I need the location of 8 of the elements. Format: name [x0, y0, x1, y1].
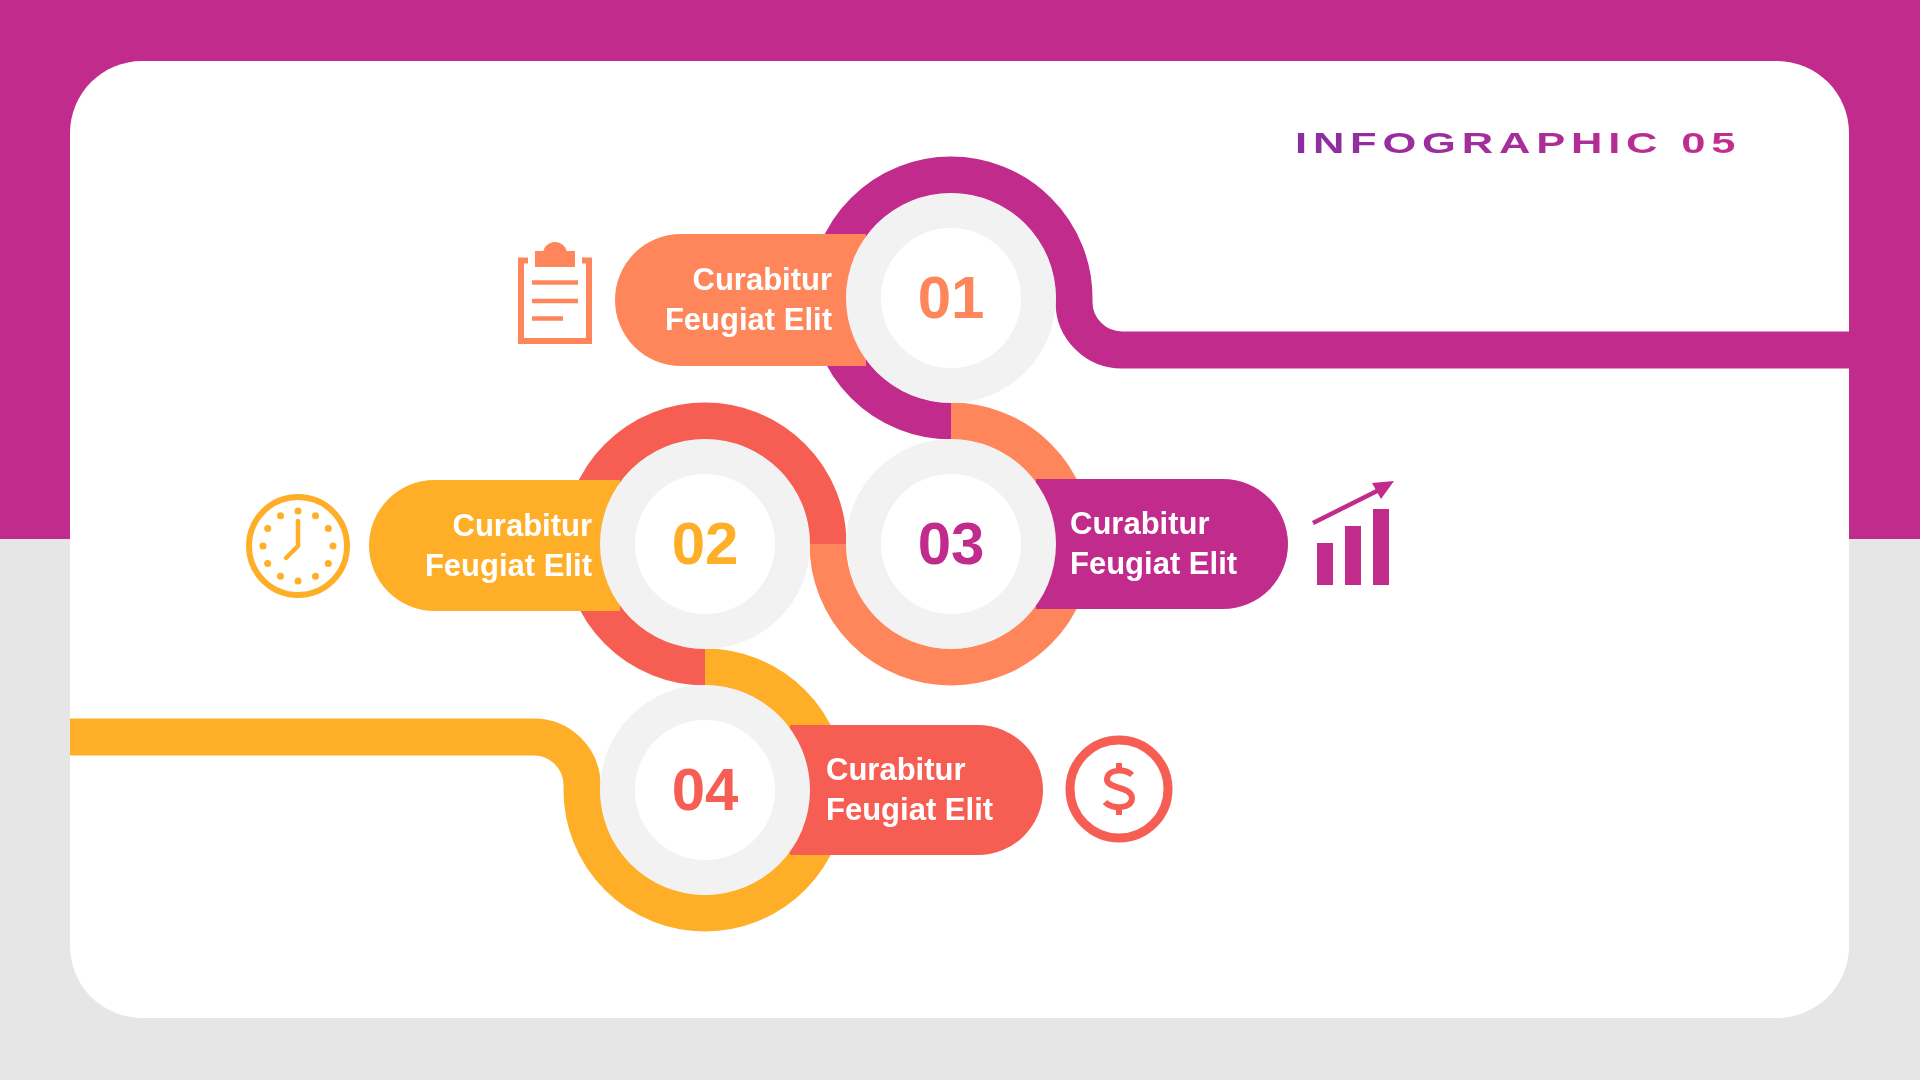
step-number: 04 [671, 757, 739, 823]
step-label: Curabitur Feugiat Elit [826, 751, 995, 829]
step-number: 01 [917, 265, 985, 331]
step-label: Curabitur Feugiat Elit [423, 506, 592, 585]
step-number: 02 [671, 511, 739, 577]
step-label: Curabitur Feugiat Elit [1070, 505, 1239, 583]
step-label: Curabitur Feugiat Elit [663, 261, 832, 339]
step-number: 03 [917, 511, 985, 577]
